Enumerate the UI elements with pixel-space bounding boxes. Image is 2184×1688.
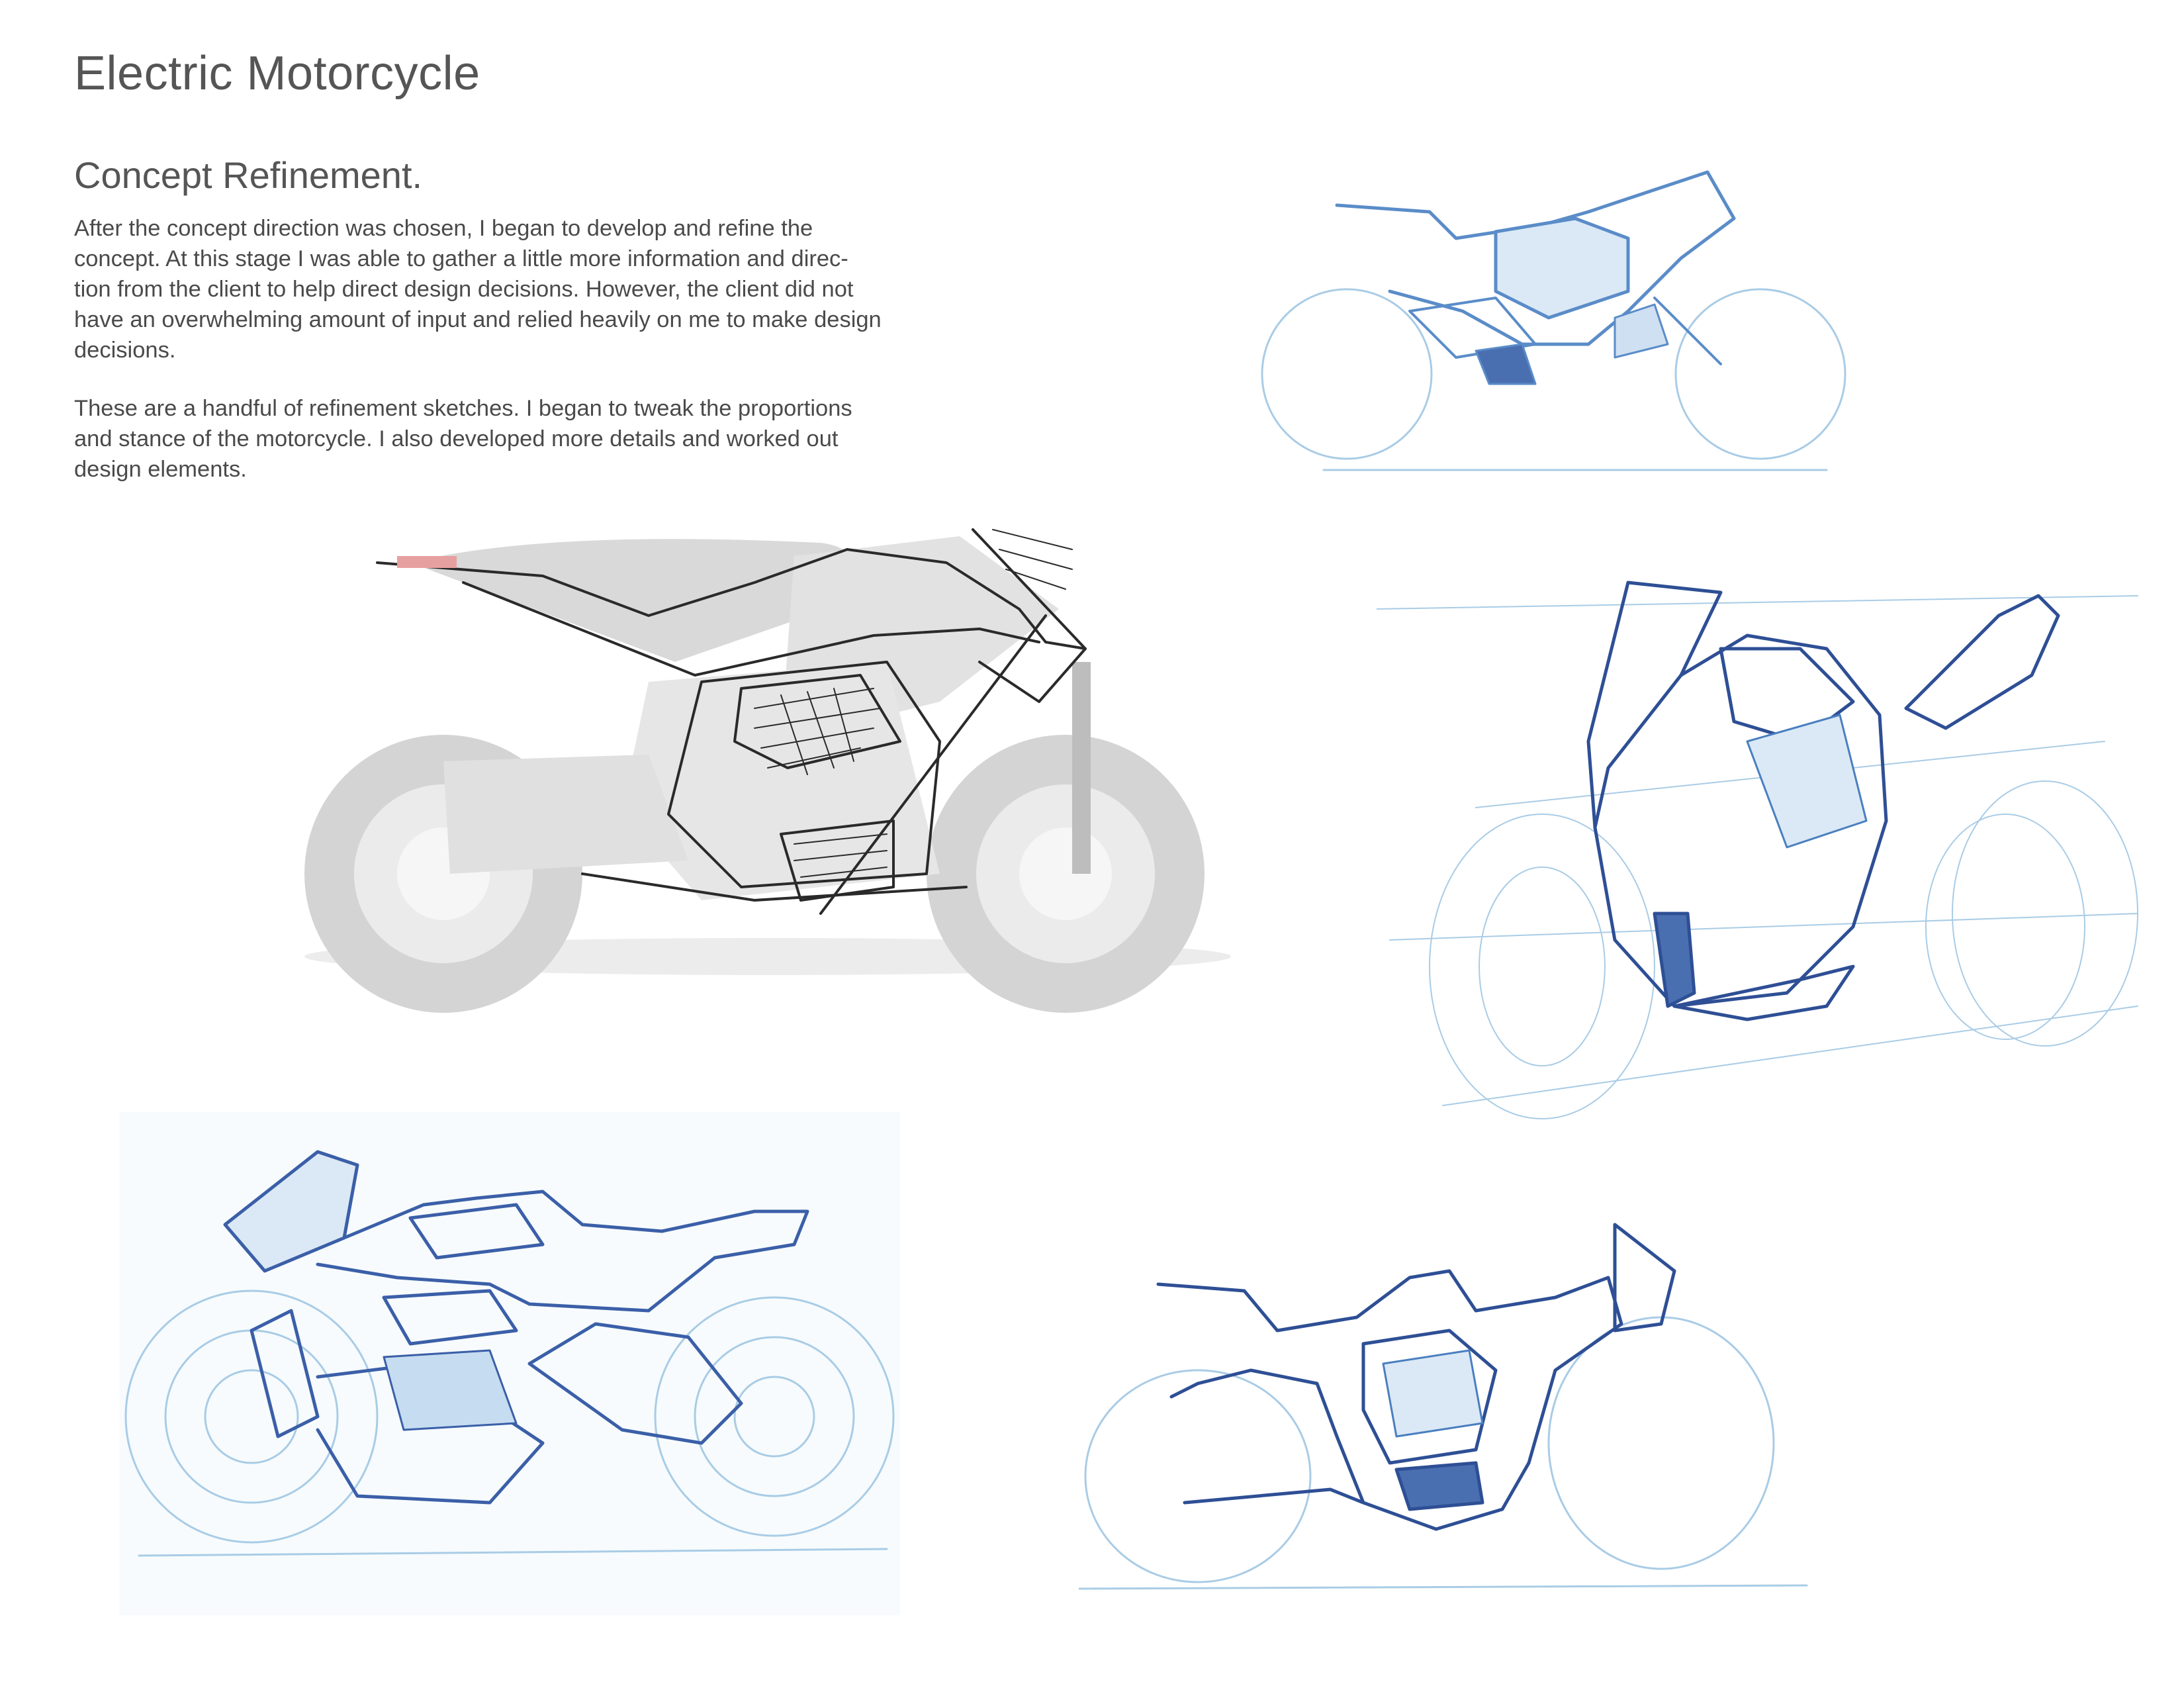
page-title: Electric Motorcycle [74,47,480,100]
paragraph-line: decisions. [74,338,176,363]
sketch-side-view-bottom-left [119,1112,900,1615]
paragraph-line: tion from the client to help direct desi… [74,277,854,302]
paragraph-line: design elements. [74,457,247,482]
paragraph-line: concept. At this stage I was able to gat… [74,246,848,271]
sketch-three-quarter-rear [1079,1198,1820,1609]
description-paragraph-2: These are a handful of refinement sketch… [74,393,1001,485]
paragraph-line: have an overwhelming amount of input and… [74,307,882,332]
sketch-three-quarter-front [1377,543,2171,1139]
description-paragraph-1: After the concept direction was chosen, … [74,213,1001,365]
paragraph-line: and stance of the motorcycle. I also dev… [74,426,839,451]
paragraph-line: After the concept direction was chosen, … [74,216,813,241]
section-subtitle: Concept Refinement. [74,154,423,196]
sketch-side-view-top-right [1257,146,1919,490]
render-side-view-main [278,463,1257,1019]
paragraph-line: These are a handful of refinement sketch… [74,396,852,421]
